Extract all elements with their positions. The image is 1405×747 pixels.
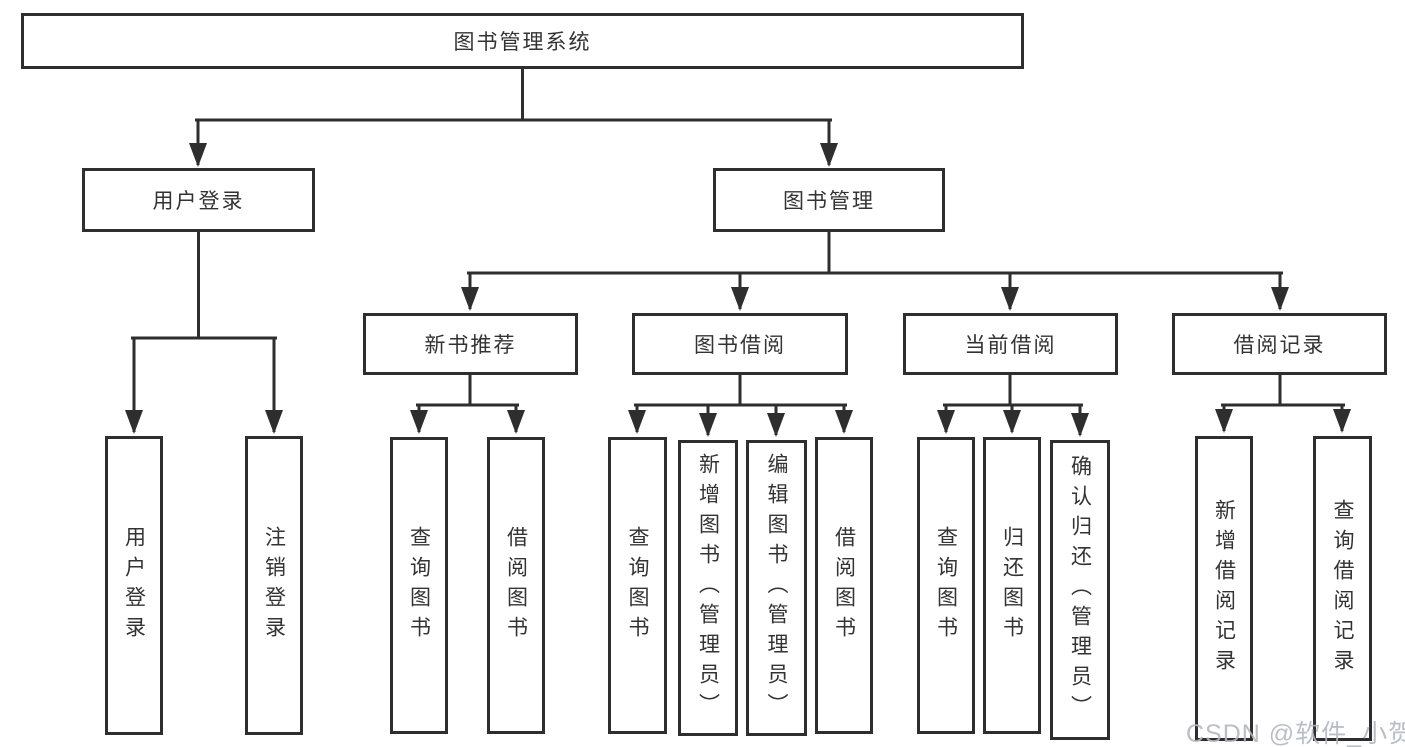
node-leaf-query-books-2: 查询图书 <box>608 437 667 734</box>
branch-root <box>189 67 838 167</box>
node-leaf-add-borrow-record: 新增借阅记录 <box>1195 436 1253 741</box>
branch-new-book-recommend <box>410 373 525 434</box>
node-label: 归还图书 <box>1000 525 1024 646</box>
node-label: 查询图书 <box>407 525 431 646</box>
node-leaf-confirm-return-admin: 确认归还（管理员） <box>1050 440 1110 740</box>
node-leaf-return-book: 归还图书 <box>983 437 1041 734</box>
node-book-borrow: 图书借阅 <box>632 313 848 375</box>
node-label: 查询图书 <box>626 525 649 646</box>
node-leaf-user-login: 用户登录 <box>105 436 163 735</box>
node-label: 编辑图书（管理员） <box>765 453 788 723</box>
node-leaf-borrow-books-2: 借阅图书 <box>815 437 873 734</box>
node-label: 注销登录 <box>262 525 286 646</box>
node-root-library-system: 图书管理系统 <box>21 13 1024 69</box>
node-user-login: 用户登录 <box>82 168 315 232</box>
node-leaf-logout: 注销登录 <box>245 436 303 735</box>
node-leaf-borrow-books-1: 借阅图书 <box>487 437 545 734</box>
node-label: 借阅图书 <box>832 525 856 646</box>
node-leaf-query-borrow-record: 查询借阅记录 <box>1313 436 1372 741</box>
node-label: 新增图书（管理员） <box>696 453 720 723</box>
csdn-watermark: CSDN @软件_小贺同学 <box>1186 720 1405 747</box>
node-label: 查询图书 <box>934 525 958 646</box>
node-label: 查询借阅记录 <box>1331 498 1354 679</box>
node-new-book-recommend: 新书推荐 <box>363 313 578 375</box>
node-leaf-add-book-admin: 新增图书（管理员） <box>678 440 738 736</box>
node-leaf-query-books-3: 查询图书 <box>917 437 975 734</box>
node-leaf-edit-book-admin: 编辑图书（管理员） <box>746 440 807 736</box>
branch-current-borrow <box>937 373 1089 437</box>
node-book-management: 图书管理 <box>713 168 945 232</box>
branch-book-management <box>461 230 1289 311</box>
branch-user-login <box>125 230 283 434</box>
branch-borrow-records <box>1215 373 1351 433</box>
node-label: 用户登录 <box>122 525 146 646</box>
node-label: 新增借阅记录 <box>1212 498 1236 679</box>
node-label: 借阅图书 <box>504 525 528 646</box>
node-current-borrow: 当前借阅 <box>903 313 1118 375</box>
branch-book-borrow <box>628 373 853 437</box>
node-label: 确认归还（管理员） <box>1068 455 1092 725</box>
node-leaf-query-books-1: 查询图书 <box>390 437 448 734</box>
node-borrow-records: 借阅记录 <box>1172 313 1387 375</box>
